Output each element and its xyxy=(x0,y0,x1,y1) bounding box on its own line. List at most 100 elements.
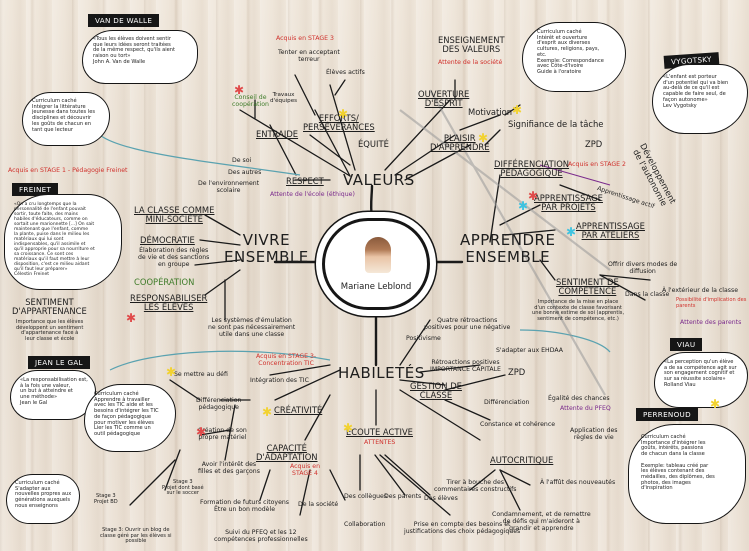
star-red-icon: ✱ xyxy=(196,425,207,439)
hab-tirer: Tirer à bouche des commentaires construc… xyxy=(434,479,517,493)
quote-van-de-walle: «Tous les élèves doivent sentir que leur… xyxy=(82,30,198,84)
note-curriculum-bottomleft: Curriculum caché S'adapter aux nouvelles… xyxy=(6,474,80,524)
valeurs-environnement: De l'environnement scolaire xyxy=(198,180,260,194)
hab-gestion: GESTION DE CLASSE xyxy=(410,381,462,401)
hab-prise-compte: Prise en compte des besoins et justifica… xyxy=(404,521,521,535)
valeurs-conseil: Conseil de coopération xyxy=(232,94,269,108)
hab-constance: Constance et cohérence xyxy=(480,421,556,428)
apprendre-stage2: Acquis en STAGE 2 xyxy=(568,161,626,168)
valeurs-attente-societe: Attente de la société xyxy=(438,59,503,66)
branch-line-valeurs xyxy=(369,184,374,220)
valeurs-tenter: Tenter en acceptant terreur xyxy=(278,49,340,63)
apprendre-sentiment-desc: Importance de la mise en place d'un cont… xyxy=(532,299,625,323)
note-curriculum-legal: Curriculum caché Apprendre à travailler … xyxy=(84,384,176,452)
hab-eleves: Des élèves xyxy=(424,495,458,502)
note-curriculum-left: Curriculum caché Intégrer la littérature… xyxy=(22,92,110,146)
apprendre-projets: APPRENTISSAGE PAR PROJETS xyxy=(534,193,603,213)
vivre-appartenance-desc: Importance que les élèves développent un… xyxy=(16,319,84,343)
star-yellow-icon: ✱ xyxy=(166,365,177,379)
star-yellow-icon: ✱ xyxy=(512,103,523,117)
hab-interet: Avoir l'intérêt des filles et des garçon… xyxy=(198,461,260,475)
hab-equite-chances: Égalité des chances xyxy=(548,395,610,402)
center-bubble: Mariane Leblond xyxy=(322,218,430,310)
tag-viau: VIAU xyxy=(670,338,703,351)
branch-habiletes: HABILETÉS xyxy=(338,364,425,382)
quote-jean-le-gal: «La responsabilisation est, à la fois un… xyxy=(10,370,96,420)
branch-valeurs: VALEURS xyxy=(343,171,415,189)
hab-parents: Des parents xyxy=(384,493,422,500)
star-yellow-icon: ✱ xyxy=(262,405,273,419)
hab-nouveautes: À l'affût des nouveautés xyxy=(540,479,616,486)
vivre-appartenance: SENTIMENT D'APPARTENANCE xyxy=(12,297,87,317)
hab-attentes: ATTENTES xyxy=(364,439,396,446)
hab-collegues: Des collègues xyxy=(344,493,388,500)
tag-perrenoud: PERRENOUD xyxy=(636,408,698,421)
hab-positivisme: Positivisme xyxy=(406,335,441,342)
valeurs-desoi: De soi xyxy=(232,157,252,164)
hab-autocritique: AUTOCRITIQUE xyxy=(490,455,554,465)
hab-retro-imp: Rétroactions positives IMPORTANCE CAPITA… xyxy=(430,359,501,373)
vivre-emulation: Les systèmes d'émulation ne sont pas néc… xyxy=(208,317,296,338)
star-blue-icon: ✱ xyxy=(566,225,577,239)
star-yellow-icon: ✱ xyxy=(343,421,354,435)
hab-stage3-soccer: Stage 3 Projet dont basé sur le soccer xyxy=(162,479,204,497)
hab-application: Application des règles de vie xyxy=(570,427,618,441)
hab-stage3-bd: Stage 3 Projet BD xyxy=(94,493,118,505)
hab-creativite: CRÉATIVITÉ xyxy=(274,405,323,415)
valeurs-respect: RESPECT xyxy=(286,176,324,186)
hab-ehdaa: S'adapter aux EHDAA xyxy=(496,347,564,354)
hab-diff-peda: Différenciation pédagogique xyxy=(196,397,242,411)
hab-adaptation: CAPACITÉ D'ADAPTATION xyxy=(256,443,318,463)
hab-differenciation: Différenciation xyxy=(484,399,530,406)
center-portrait xyxy=(365,237,391,273)
hab-zpd: ZPD xyxy=(508,367,526,377)
valeurs-stage3: Acquis en STAGE 3 xyxy=(276,35,334,42)
hab-stage3-blog: Stage 3: Ouvrir un blog de classe géré p… xyxy=(100,527,172,545)
hab-condamnement: Condamnement, et de remettre de défis qu… xyxy=(492,511,591,532)
valeurs-desautres: Des autres xyxy=(228,169,262,176)
valeurs-enseignement: ENSEIGNEMENT DES VALEURS xyxy=(438,35,505,55)
branch-vivre-ensemble: VIVRE ENSEMBLE xyxy=(224,231,309,266)
hab-retroactions: Quatre rétroactions positives pour une n… xyxy=(424,317,511,331)
hab-formation: Formation de futurs citoyens Être un bon… xyxy=(200,499,290,513)
valeurs-travaux: Travaux d'équipes xyxy=(270,92,298,105)
apprendre-offrir: Offrir divers modes de diffusion xyxy=(608,261,678,275)
valeurs-efforts: EFFORTS/ PERSÉVÉRANCES xyxy=(303,113,375,133)
apprendre-ateliers: APPRENTISSAGE PAR ATELIERS xyxy=(576,221,645,241)
apprendre-signifiance: Signifiance de la tâche xyxy=(508,119,604,129)
apprendre-differenciation: DIFFÉRENCIATION PÉDAGOGIQUE xyxy=(494,159,570,179)
apprendre-sentiment: SENTIMENT DE COMPÉTENCE xyxy=(556,277,619,297)
star-yellow-icon: ✱ xyxy=(710,397,721,411)
valeurs-eleves-actifs: Élèves actifs xyxy=(326,69,365,76)
star-red-icon: ✱ xyxy=(234,83,245,97)
note-curriculum-top: Curriculum caché Intérêt et ouverture d'… xyxy=(522,22,626,92)
apprendre-exterieur: À l'extérieur de la classe xyxy=(662,287,739,294)
star-red-icon: ✱ xyxy=(126,311,137,325)
valeurs-ouverture: OUVERTURE D'ESPRIT xyxy=(418,89,470,109)
apprendre-exterieur-desc: Possibilité d'implication des parents xyxy=(676,297,747,309)
branch-apprendre-ensemble: APPRENDRE ENSEMBLE xyxy=(460,231,556,266)
quote-viau: «La perception qu'un élève a de sa compé… xyxy=(654,352,748,408)
hab-ecoute: ÉCOUTE ACTIVE xyxy=(346,427,413,437)
valeurs-attente-ecole: Attente de l'école (éthique) xyxy=(270,191,355,198)
hab-attente-pfeq: Attente du PFEQ xyxy=(560,405,611,412)
star-yellow-icon: ✱ xyxy=(338,107,349,121)
star-blue-icon: ✱ xyxy=(518,199,529,213)
quote-vygotsky: «L'enfant est porteur d'un potentiel qui… xyxy=(652,64,748,134)
valeurs-entraide: ENTRAIDE xyxy=(256,129,299,139)
tag-freinet: FREINET xyxy=(12,183,59,196)
apprendre-zpd: ZPD xyxy=(585,139,603,149)
vivre-democratie-desc: Élaboration des règles de vie et des san… xyxy=(138,247,210,268)
vivre-responsabiliser: RESPONSABILISER LES ÉLÈVES xyxy=(130,293,208,313)
hab-integration: Intégration des TIC xyxy=(250,377,309,384)
apprendre-dansclasse: Dans la classe xyxy=(625,291,670,298)
hab-defi: Se mettre au défi xyxy=(174,371,228,378)
star-red-icon: ✱ xyxy=(528,189,539,203)
hab-creation: Création de son propre matériel xyxy=(198,427,247,441)
valeurs-equite: ÉQUITÉ xyxy=(358,139,389,149)
apprendre-attente-parents: Attente des parents xyxy=(680,319,742,326)
apprendre-plaisir: PLAISIR D'APPRENDRE xyxy=(430,133,490,153)
hab-suivi: Suivi du PFEQ et les 12 compétences prof… xyxy=(214,529,308,543)
hab-collaboration: Collaboration xyxy=(344,521,386,528)
apprendre-motivation: Motivation xyxy=(468,107,513,117)
